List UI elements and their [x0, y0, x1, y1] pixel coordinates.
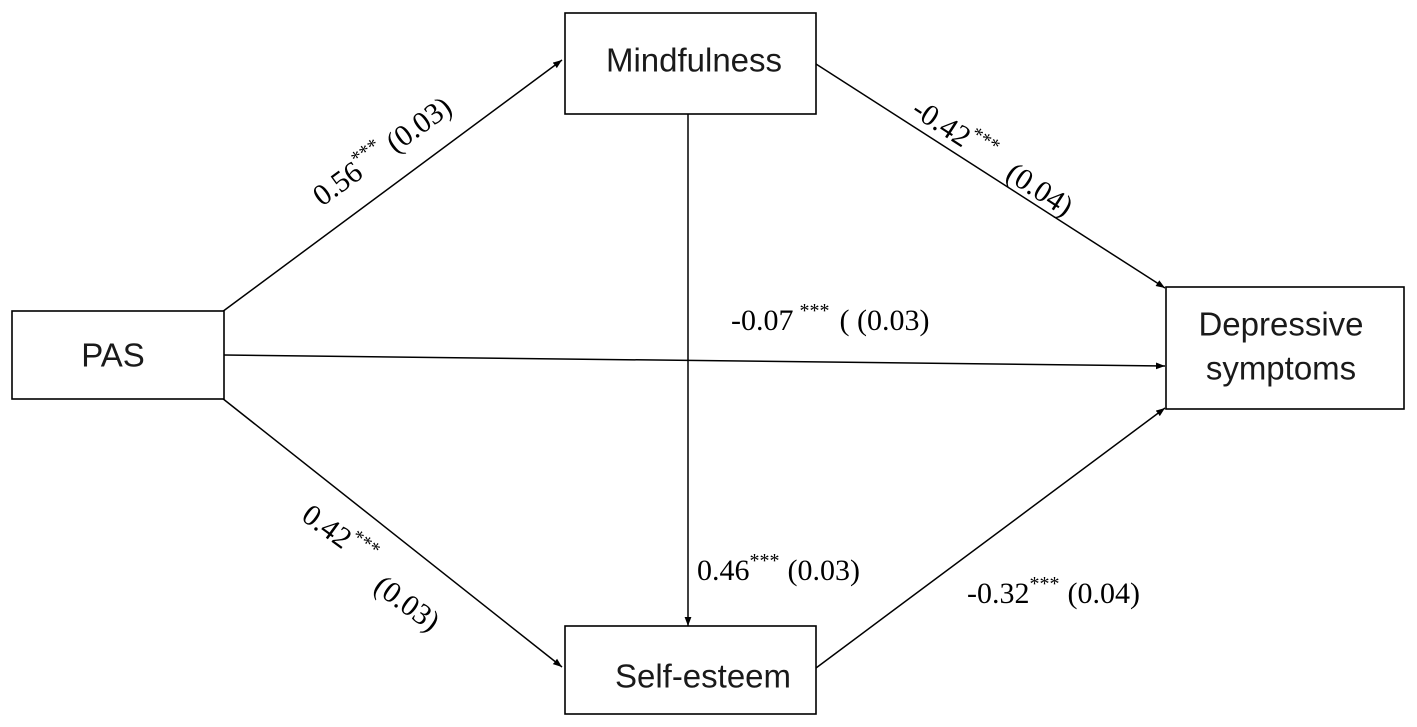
edge-pas-to-self-esteem	[221, 397, 563, 668]
label-pas-self-esteem-se: (0.03)	[368, 569, 446, 638]
label-self-esteem-depressive: -0.32*** (0.04)	[967, 573, 1140, 610]
svg-text:-0.32***(0.04): -0.32*** (0.04)	[967, 573, 1140, 610]
node-depressive-label-line1: Depressive	[1198, 306, 1363, 343]
node-depressive-label-line2: symptoms	[1206, 350, 1356, 387]
node-pas: PAS	[11, 310, 225, 400]
label-pas-depressive: -0.07 *** ( (0.03)	[731, 300, 929, 337]
coef-value: -0.32	[967, 577, 1030, 610]
node-depressive-symptoms: Depressive symptoms	[1165, 286, 1405, 410]
label-mindfulness-depressive-coef: -0.42***	[906, 89, 1004, 170]
sig-stars: ***	[800, 300, 830, 322]
svg-text:-0.07***( (0.03): -0.07 *** ( (0.03)	[731, 300, 929, 337]
label-mindfulness-depressive-se: (0.04)	[1000, 156, 1079, 223]
standard-error: (0.04)	[1000, 156, 1079, 223]
node-mindfulness-label: Mindfulness	[606, 42, 782, 79]
standard-error: ( (0.03)	[840, 304, 930, 337]
node-mindfulness: Mindfulness	[564, 12, 817, 115]
coef-value: -0.07	[731, 304, 794, 337]
edge-pas-to-depressive	[223, 354, 1166, 370]
standard-error: (0.03)	[788, 554, 860, 587]
label-mindfulness-self-esteem: 0.46*** (0.03)	[697, 550, 860, 587]
label-pas-self-esteem-coef: 0.42***	[296, 495, 384, 573]
coef-value: 0.42	[296, 498, 358, 556]
standard-error: (0.03)	[380, 90, 458, 159]
node-self-esteem: Self-esteem	[564, 625, 817, 715]
coef-value: 0.46	[697, 554, 750, 587]
sig-stars: ***	[1030, 573, 1060, 595]
sig-stars: ***	[750, 550, 780, 572]
standard-error: (0.04)	[1068, 577, 1140, 610]
svg-text:-0.42***: -0.42***	[906, 89, 1004, 170]
svg-text:0.42***: 0.42***	[296, 495, 384, 573]
edge-self-esteem-to-depressive	[815, 407, 1166, 669]
svg-text:0.46***(0.03): 0.46*** (0.03)	[697, 550, 860, 587]
edge-pas-to-mindfulness	[221, 59, 563, 313]
node-pas-label: PAS	[81, 337, 145, 374]
edge-mindfulness-to-depressive	[815, 63, 1166, 289]
node-self-esteem-label: Self-esteem	[615, 658, 791, 695]
standard-error: (0.03)	[368, 569, 446, 638]
